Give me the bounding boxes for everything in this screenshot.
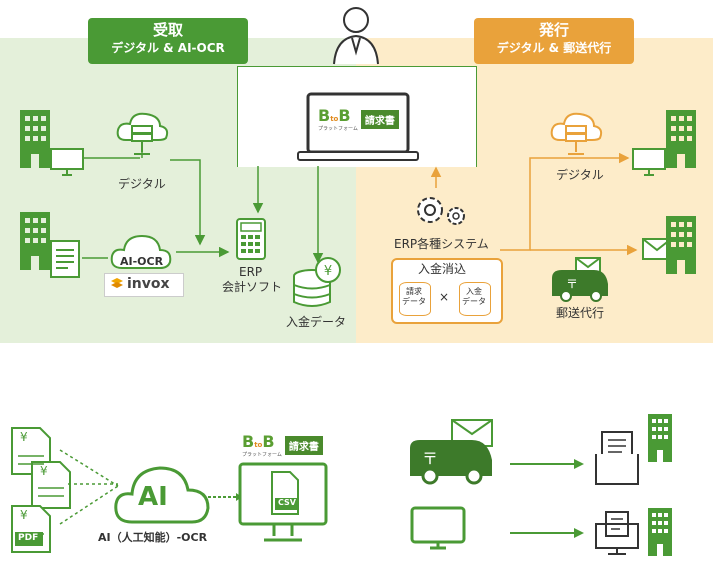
document-icon [50,240,80,278]
receive-title: 受取 [152,21,183,39]
invox-label: invox [127,276,170,292]
reconcile-label: 入金消込 [418,262,467,276]
bottom-building-icon-2 [648,508,672,556]
logo-b1-bottom: B [242,432,255,451]
invoice-badge-bottom: 請求書 [284,435,323,455]
bottom-truck-icon: 〒 [410,419,493,485]
bottom-arrow-1 [510,459,584,469]
building-right-icon [666,110,696,168]
dotted-connectors [59,449,119,525]
bottom-building-icon [648,414,672,462]
building-icon [20,110,50,168]
monitor-right-icon [632,148,666,176]
issue-title: 発行 [538,21,569,39]
btob-logo-bottom: BtoB プラットフォーム 請求書 [242,432,323,458]
bottom-monitor-icon [410,506,466,550]
invox-logo-icon [111,278,123,288]
invoice-data-cyl [399,282,431,316]
ai-caption: AI（人工知能）-OCR [98,531,208,544]
receive-badge: 受取 デジタル & AI-OCR [88,18,248,64]
logo-b1: B [318,106,331,125]
svg-text:〒: 〒 [422,449,438,468]
building-icon-2 [20,212,50,270]
computer-doc-icon [595,511,639,555]
yen-2: ¥ [40,464,48,478]
logo-sub-bottom: プラットフォーム [242,452,282,458]
calculator-icon [236,218,266,260]
logo-sub: プラットフォーム [318,126,358,132]
svg-text:〒: 〒 [566,277,578,291]
top-flow-lines [82,146,638,264]
payment-data-cyl [459,282,491,316]
cloud-server-icon [116,112,169,155]
laptop-icon [297,92,419,161]
issue-badge: 発行 デジタル & 郵送代行 [474,18,634,64]
nyukin-data-label: 入金データ [286,315,347,329]
database-yen-icon: ¥ [293,257,341,307]
pdf-badge [15,532,43,546]
csv-badge [275,498,299,510]
erp-label-1: ERP [239,265,263,279]
btob-logo-top: BtoB プラットフォーム 請求書 [318,106,399,132]
aiocr-label: AI-OCR [120,255,164,268]
digital-label-left: デジタル [118,177,166,191]
logo-to: to [330,115,339,123]
erp-system-label: ERP各種システム [394,237,489,251]
truck-icon: 〒 [552,257,608,302]
pdf-label: PDF [18,533,39,543]
logo-to-bottom: to [254,441,263,449]
issue-subtitle: デジタル & 郵送代行 [496,41,612,55]
svg-text:¥: ¥ [324,264,332,279]
cross-label: × [439,290,450,304]
yen-1: ¥ [20,430,28,444]
cloud-server-right-icon [550,112,603,155]
mailbox-doc-icon [595,431,639,485]
ai-cloud-icon [114,466,210,524]
person-icon [333,7,379,65]
bottom-arrow-2 [510,528,584,538]
arrow-to-monitor [208,493,242,501]
aiocr-cloud-icon [110,234,172,269]
gears-icon [417,197,465,225]
monitor-icon [50,148,84,176]
erp-label-2: 会計ソフト [222,280,283,294]
csv-label: CSV [278,498,296,507]
logo-b2: B [338,106,351,125]
logo-b2-bottom: B [262,432,275,451]
yuso-label: 郵送代行 [556,306,605,320]
ai-label: AI [138,482,168,512]
building-right-icon-2 [666,216,696,274]
receive-subtitle: デジタル & AI-OCR [111,41,225,55]
invoice-data-label: 請求 データ [402,287,426,306]
digital-label-right: デジタル [556,168,604,182]
yen-3: ¥ [20,508,28,522]
invoice-badge-top: 請求書 [360,109,399,129]
payment-data-label: 入金 データ [462,287,486,306]
